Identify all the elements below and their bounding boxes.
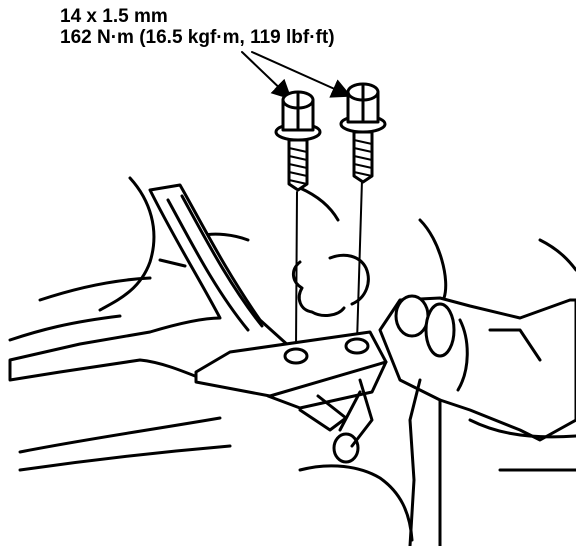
torque-spec-label: 162 N·m (16.5 kgf·m, 119 lbf·ft): [60, 27, 335, 48]
flange-bolt-icon: [339, 82, 387, 184]
knuckle-housing: [332, 218, 576, 546]
bolt-hole: [283, 347, 309, 365]
flange-bolt-icon: [274, 90, 322, 192]
callout-leader-lines: [241, 51, 352, 100]
bolt-size-label: 14 x 1.5 mm: [60, 6, 168, 27]
lower-control-arm: [8, 183, 302, 382]
vehicle-frame: [8, 176, 414, 542]
alignment-lines: [295, 179, 363, 349]
bolt-hole: [344, 337, 370, 355]
mounting-bracket: [194, 330, 388, 432]
